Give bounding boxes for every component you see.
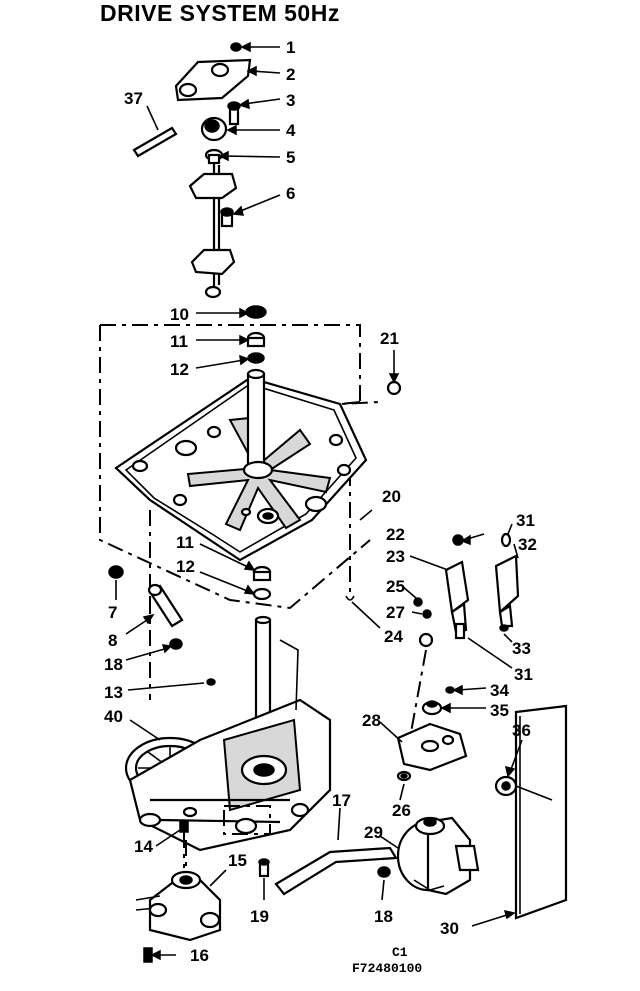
- leaders-pump: [150, 869, 227, 961]
- label-7: 7: [108, 603, 117, 622]
- part-18-grommet-left: [169, 638, 183, 650]
- part-28-motor-mount: [396, 722, 468, 772]
- leaders-motor: [337, 684, 487, 901]
- part-10-nut: [245, 305, 267, 319]
- part-22-screw: [452, 534, 464, 546]
- leaders-left: [115, 580, 205, 691]
- label-16: 16: [190, 946, 209, 965]
- label-17: 17: [332, 791, 351, 810]
- part-7-screw: [108, 565, 124, 579]
- label-36: 36: [512, 721, 531, 740]
- part-13-pin: [206, 678, 216, 686]
- label-30: 30: [440, 919, 459, 938]
- part-26-spacer-lower: [396, 770, 412, 782]
- part-35-bushing: [421, 700, 443, 716]
- part-32-bracket: [494, 554, 520, 628]
- part-3-bolt: [227, 101, 241, 126]
- part-40-transmission: [124, 615, 332, 852]
- label-18-right: 18: [374, 907, 393, 926]
- label-22: 22: [386, 525, 405, 544]
- label-2: 2: [286, 65, 295, 84]
- leaders-right: [351, 523, 519, 761]
- label-18-left: 18: [104, 655, 123, 674]
- label-37: 37: [124, 89, 143, 108]
- label-28: 28: [362, 711, 381, 730]
- label-32: 32: [518, 535, 537, 554]
- label-5: 5: [286, 148, 295, 167]
- label-35: 35: [490, 701, 509, 720]
- label-19: 19: [250, 907, 269, 926]
- label-3: 3: [286, 91, 295, 110]
- part-37-pin: [132, 126, 178, 158]
- label-21: 21: [380, 329, 399, 348]
- leaders-base: [195, 307, 400, 595]
- label-4: 4: [286, 121, 296, 140]
- leaders-panel: [471, 739, 523, 927]
- part-15-pump: [135, 840, 222, 942]
- label-31-bottom: 31: [514, 665, 533, 684]
- part-1-screw: [230, 42, 242, 52]
- label-23: 23: [386, 547, 405, 566]
- part-29-motor: [396, 816, 480, 896]
- dashed-box-transmission: [183, 805, 271, 868]
- part-31-screw-bottom: [454, 622, 466, 640]
- label-40: 40: [104, 707, 123, 726]
- diagram-title: DRIVE SYSTEM 50Hz: [100, 0, 340, 26]
- leaders-transmission: [129, 719, 265, 900]
- drawing-code: C1: [392, 945, 408, 960]
- part-11-bushing-upper: [246, 331, 266, 348]
- part-31-screw-top: [500, 532, 512, 548]
- label-14: 14: [134, 837, 153, 856]
- part-33-nut: [499, 624, 509, 632]
- part-21-clip: [386, 380, 402, 396]
- label-15: 15: [228, 851, 247, 870]
- part-5-washer: [204, 148, 224, 165]
- leaders-top: [146, 41, 281, 216]
- part-4-bearing: [200, 116, 228, 142]
- part-30-panel: [514, 704, 568, 920]
- dashed-enclosure-upper: [99, 324, 381, 610]
- label-27: 27: [386, 603, 405, 622]
- label-12-upper: 12: [170, 360, 189, 379]
- label-34: 34: [490, 681, 509, 700]
- part-27-nut: [422, 609, 432, 619]
- label-33: 33: [512, 639, 531, 658]
- label-10: 10: [170, 305, 189, 324]
- part-12-washer-upper: [247, 352, 265, 364]
- part-11-bushing-lower: [252, 565, 272, 582]
- label-12-lower: 12: [176, 557, 195, 576]
- part-number-labels: 1 2 3 4 5 6 37 10 11 12 21 20 11 12 22 2…: [104, 38, 537, 976]
- label-31-top: 31: [516, 511, 535, 530]
- part-19-bolt: [258, 858, 270, 878]
- label-1: 1: [286, 38, 295, 57]
- part-14-screw: [179, 821, 189, 833]
- part-2-bracket: [174, 58, 252, 102]
- part-number-code: F72480100: [352, 961, 422, 976]
- label-11-upper: 11: [170, 332, 188, 351]
- label-13: 13: [104, 683, 123, 702]
- part-25-screw: [413, 597, 423, 607]
- label-25: 25: [386, 577, 405, 596]
- part-24-clip: [345, 595, 355, 601]
- part-36-fitting: [494, 775, 553, 801]
- label-6: 6: [286, 184, 295, 203]
- label-26: 26: [392, 801, 411, 820]
- part-12-washer-lower: [252, 587, 272, 601]
- label-8: 8: [108, 631, 117, 650]
- label-29: 29: [364, 823, 383, 842]
- part-6-shaft-assembly: [188, 162, 238, 299]
- part-18-grommet-right: [377, 866, 391, 878]
- part-17-belt: [274, 846, 398, 896]
- part-26-spacer: [418, 632, 434, 648]
- label-11-lower: 11: [176, 533, 194, 552]
- label-24: 24: [384, 627, 403, 646]
- part-20-base-plate: [114, 368, 368, 562]
- label-20: 20: [382, 487, 401, 506]
- part-23-bracket: [444, 560, 470, 634]
- part-8-link: [147, 583, 184, 628]
